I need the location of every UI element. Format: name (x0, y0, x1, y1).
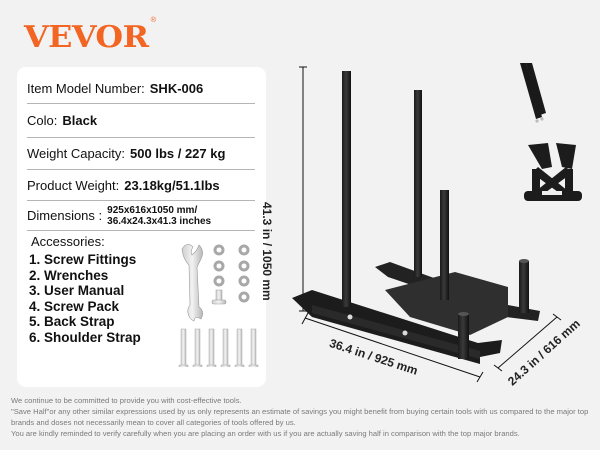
spec-value: 23.18kg/51.1lbs (124, 177, 220, 193)
spec-row-product-weight: Product Weight: 23.18kg/51.1lbs (27, 170, 255, 201)
disclaimer-line: "Save Half"or any other similar expressi… (11, 407, 589, 427)
sled-base-plate (385, 272, 508, 335)
spec-row-color: Colo: Black (27, 104, 255, 138)
washer-icons (213, 244, 250, 303)
spec-row-weight-capacity: Weight Capacity: 500 lbs / 227 kg (27, 138, 255, 170)
disclaimer-text: We continue to be committed to provide y… (11, 395, 596, 439)
accessory-item: 5. Back Strap (29, 314, 115, 329)
brand-name: VEVOR (24, 20, 149, 55)
sled-center-pole (440, 190, 449, 300)
hardware-parts-image (178, 244, 259, 367)
sled-side-post (519, 261, 529, 313)
back-strap-image (520, 63, 546, 123)
sled-product-image (292, 63, 582, 383)
spec-value: 500 lbs / 227 kg (130, 146, 226, 161)
accessory-item: 6. Shoulder Strap (29, 329, 141, 345)
accessory-item: 3. User Manual (29, 283, 125, 298)
spec-label: Item Model Number: (27, 80, 145, 96)
length-dimension-line (301, 312, 484, 383)
spec-value: 925x616x1050 mm/ 36.4x24.3x41.3 inches (107, 204, 212, 227)
wrench-icon (181, 244, 203, 322)
spec-value: SHK-006 (149, 80, 204, 96)
registered-mark: ® (150, 17, 156, 24)
screw-icons (178, 328, 259, 367)
sled-front-post (458, 314, 469, 359)
accessory-item: 1. Screw Fittings (29, 252, 137, 267)
sled-middle-pole (414, 90, 422, 277)
accessory-item: 4. Screw Pack (29, 298, 120, 314)
spec-card: Item Model Number: SHK-006 Colo: Black W… (17, 67, 266, 387)
disclaimer-line: We continue to be committed to provide y… (11, 396, 242, 405)
spec-label: Colo: (27, 113, 58, 128)
spec-label: Dimensions : (27, 208, 103, 223)
vevor-logo: VEVOR® (24, 17, 156, 55)
height-dimension-line (299, 66, 307, 312)
width-dimension-line (493, 313, 562, 372)
spec-row-model: Item Model Number: SHK-006 (27, 73, 255, 104)
shoulder-strap-image (524, 143, 582, 201)
sled-tall-pole (342, 71, 351, 307)
spec-label: Product Weight: (27, 177, 120, 193)
spec-value: Black (62, 113, 98, 128)
spec-label: Weight Capacity: (27, 146, 126, 161)
height-dimension-label: 41.3 in / 1050 mm (260, 202, 274, 301)
disclaimer-line: You are kindly reminded to verify carefu… (11, 429, 520, 438)
accessories-title: Accessories: (31, 234, 105, 249)
spec-row-dimensions: Dimensions : 925x616x1050 mm/ 36.4x24.3x… (27, 201, 255, 231)
accessories-list: 1. Screw Fittings 2. Wrenches 3. User Ma… (29, 252, 141, 345)
bolt-icon (211, 289, 227, 305)
accessory-item: 2. Wrenches (29, 267, 109, 283)
